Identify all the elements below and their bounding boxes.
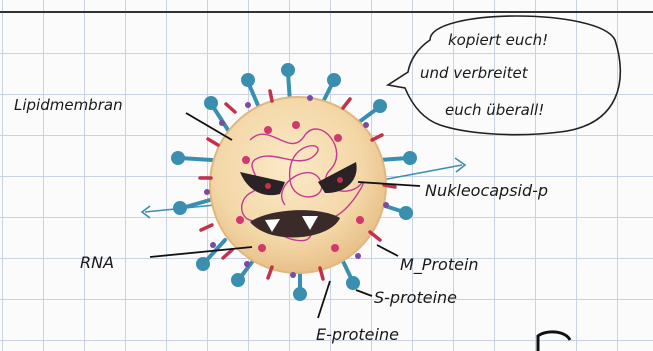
partial-letter-mark (538, 332, 570, 351)
pointer-m-protein (377, 245, 398, 256)
spike-head (198, 259, 208, 269)
label-e-protein: E-proteine (316, 325, 399, 344)
pointer-rna (150, 247, 252, 257)
label-nucleocapsid: Nukleocapsid-p (425, 181, 548, 200)
spike-head (329, 75, 339, 85)
spike-head (401, 208, 411, 218)
spike-head (173, 153, 183, 163)
spike-head (295, 289, 305, 299)
spike-head (375, 101, 385, 111)
speech-line-1: kopiert euch! (448, 31, 548, 49)
speech-line-3: euch überall! (445, 101, 544, 119)
label-m-protein: M_Protein (400, 255, 479, 275)
spike-head (243, 75, 253, 85)
label-rna: RNA (80, 253, 114, 272)
pointer-e-protein (318, 281, 330, 318)
spike-head (348, 278, 358, 288)
speech-line-2: und verbreitet (420, 64, 529, 82)
pointer-s-protein (356, 290, 372, 296)
speech-bubble: kopiert euch! und verbreitet euch überal… (388, 16, 620, 135)
spike-head (233, 275, 243, 285)
label-lipid-membrane: Lipidmembran (14, 96, 123, 114)
label-s-protein: S-proteine (374, 288, 457, 307)
spike-head (283, 65, 293, 75)
spike-head (206, 98, 216, 108)
spike-head (405, 153, 415, 163)
